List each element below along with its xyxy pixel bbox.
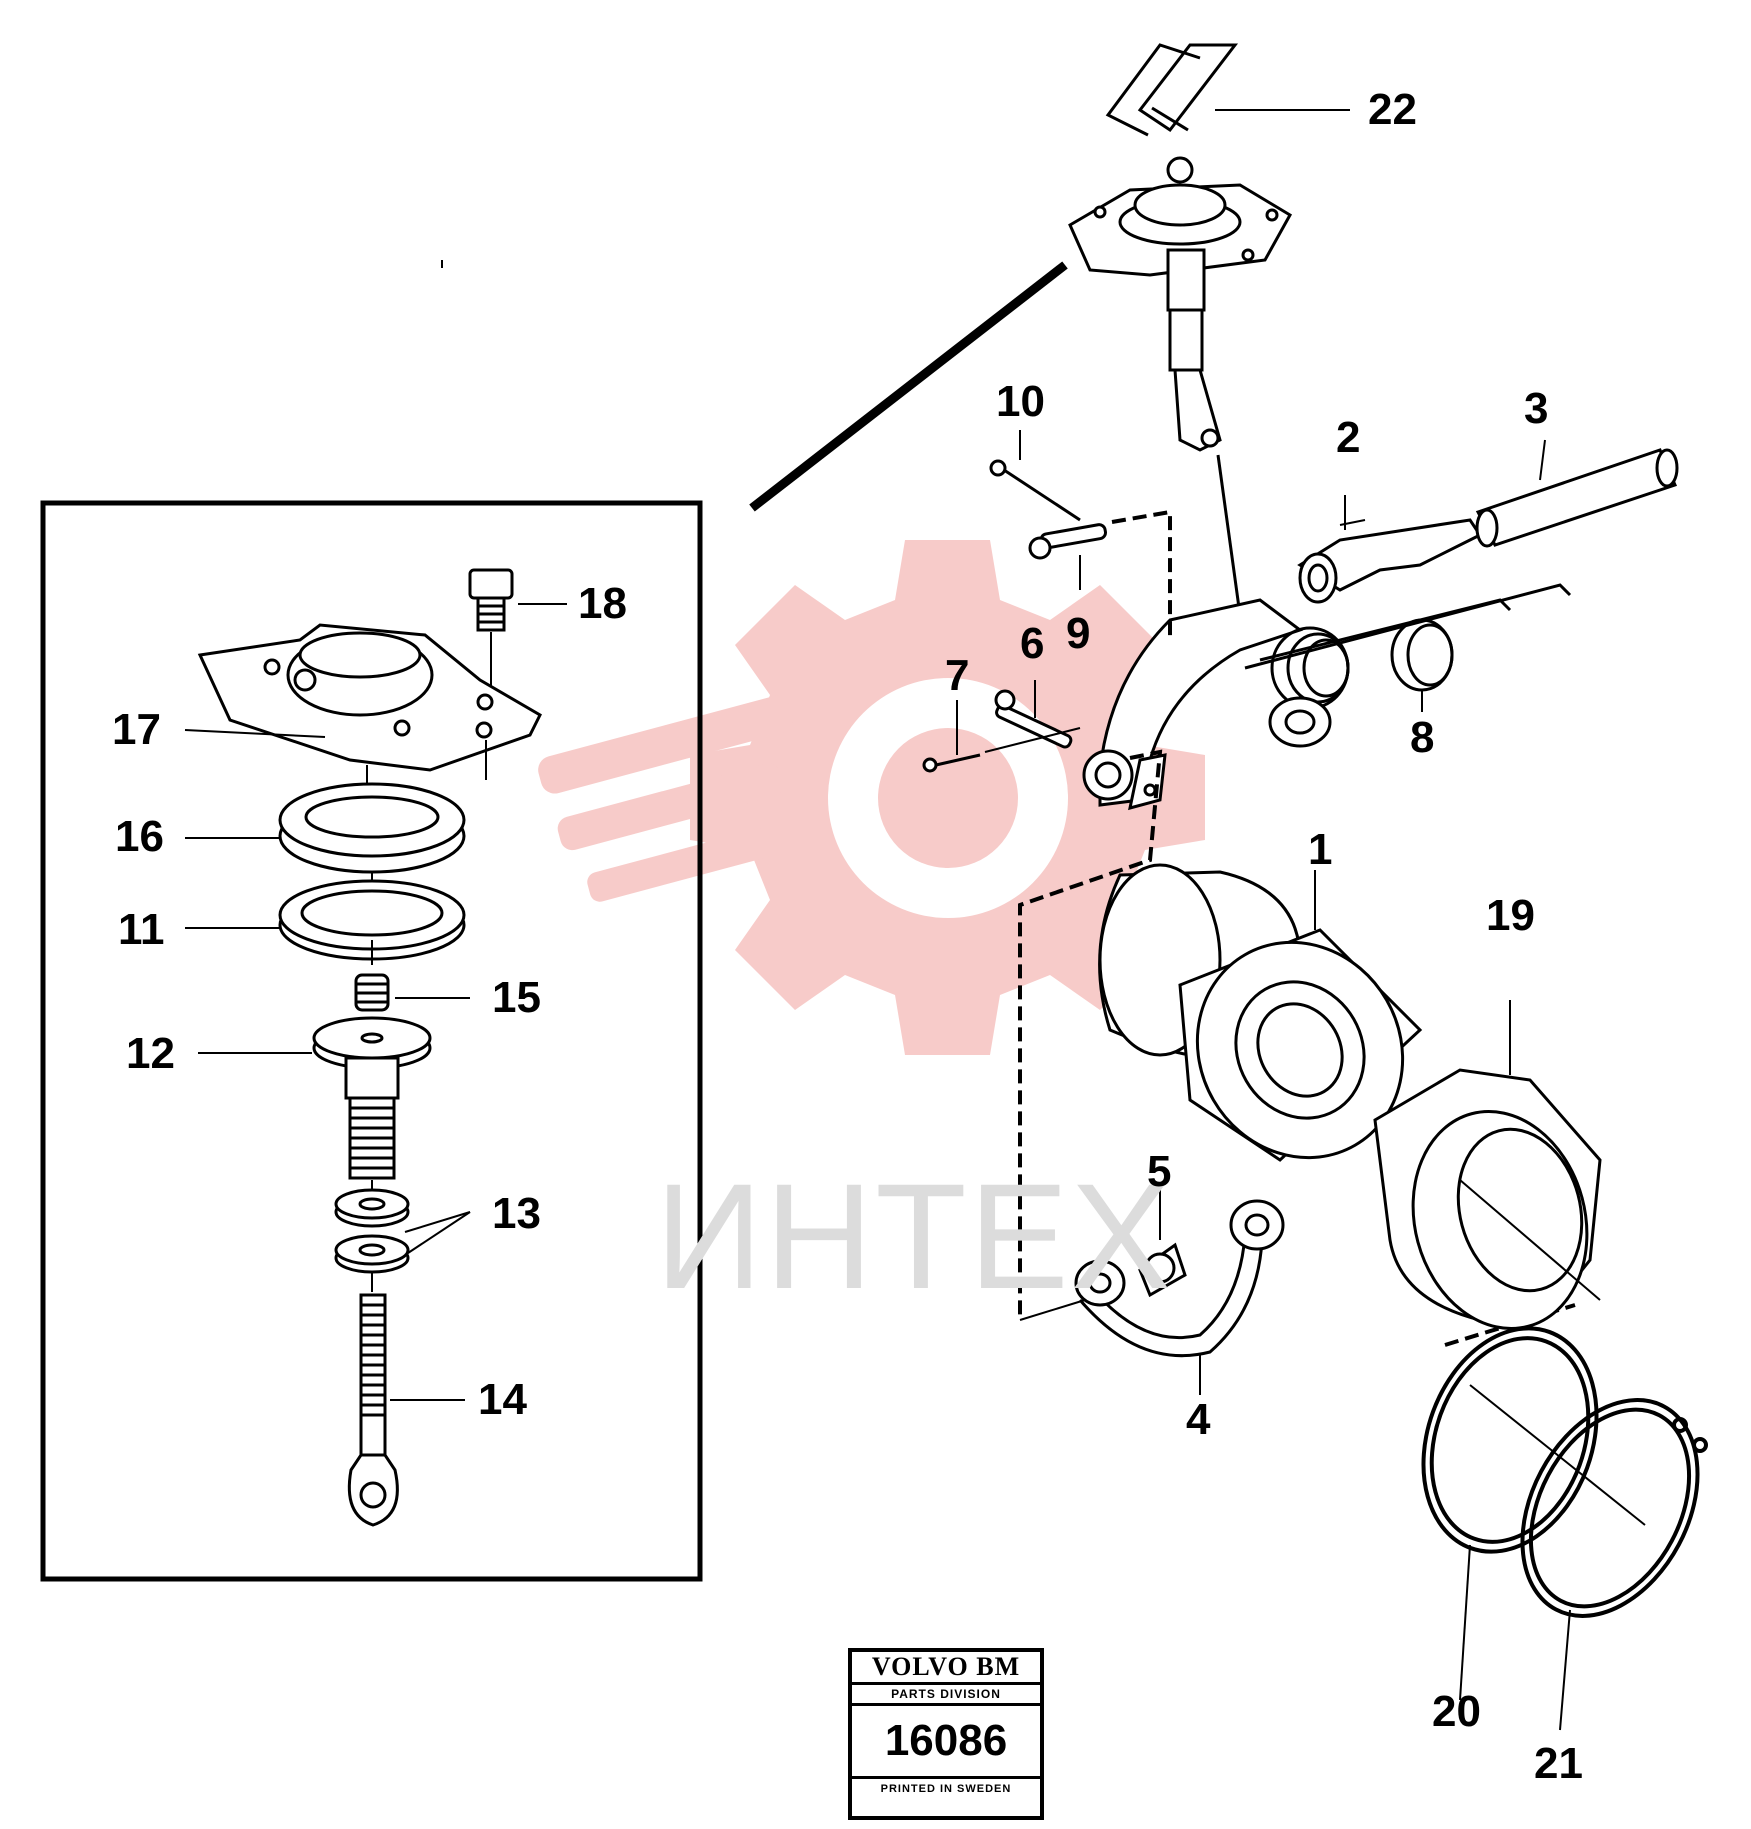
- callout-2: 2: [1336, 413, 1361, 462]
- callout-22: 22: [1368, 85, 1417, 134]
- callout-21: 21: [1534, 1739, 1583, 1788]
- watermark-text: ИНТЕХ: [655, 1152, 1173, 1320]
- stamp-printed: PRINTED IN SWEDEN: [880, 1783, 1012, 1795]
- stamp-code: 16086: [852, 1706, 1040, 1779]
- callout-4: 4: [1186, 1395, 1211, 1444]
- callout-8: 8: [1410, 713, 1435, 762]
- collar-19: [1373, 1000, 1602, 1331]
- pins-6-7: [922, 680, 1081, 773]
- cover-16: [185, 782, 466, 895]
- bolt-18: [468, 568, 567, 690]
- callout-1: 1: [1308, 825, 1333, 874]
- callout-16: 16: [115, 812, 164, 861]
- cable-22: [1105, 43, 1350, 137]
- plate-17: [184, 623, 542, 805]
- springs-8: [1244, 583, 1572, 748]
- callout-5: 5: [1147, 1147, 1172, 1196]
- inset-frame: [40, 500, 703, 1582]
- sleeve-1: [1098, 863, 1423, 1162]
- callout-18: 18: [578, 579, 627, 628]
- volvo-parts-stamp: VOLVO BM PARTS DIVISION 16086 PRINTED IN…: [848, 1648, 1044, 1820]
- stamp-division: PARTS DIVISION: [852, 1685, 1040, 1706]
- callout-19: 19: [1486, 891, 1535, 940]
- watermark-gear-icon: [538, 540, 1205, 1055]
- lever-2: [1297, 495, 1483, 604]
- setscrew-15: [354, 973, 470, 1012]
- linkage-rod: [749, 261, 1068, 512]
- pins-9-10: [989, 430, 1107, 590]
- callout-10: 10: [996, 377, 1045, 426]
- top-mount: [1068, 156, 1293, 616]
- callout-3: 3: [1524, 384, 1549, 433]
- eyebolt-14: [347, 1293, 465, 1527]
- callout-15: 15: [492, 973, 541, 1022]
- pin-3: [1475, 439, 1679, 548]
- callout-13: 13: [492, 1189, 541, 1238]
- rings-20-21: [1421, 1326, 1708, 1731]
- callout-7: 7: [945, 651, 970, 700]
- callout-11: 11: [118, 905, 165, 954]
- callout-9: 9: [1066, 609, 1091, 658]
- callout-6: 6: [1020, 619, 1045, 668]
- callout-17: 17: [112, 705, 161, 754]
- bracket-4-5: [1019, 1190, 1285, 1395]
- stamp-brand: VOLVO BM: [852, 1652, 1040, 1685]
- callout-14: 14: [478, 1375, 527, 1424]
- nuts-13: [334, 1188, 471, 1292]
- callout-20: 20: [1432, 1687, 1481, 1736]
- seal-11: [185, 879, 466, 965]
- pin-12: [198, 1016, 432, 1195]
- callout-12: 12: [126, 1029, 175, 1078]
